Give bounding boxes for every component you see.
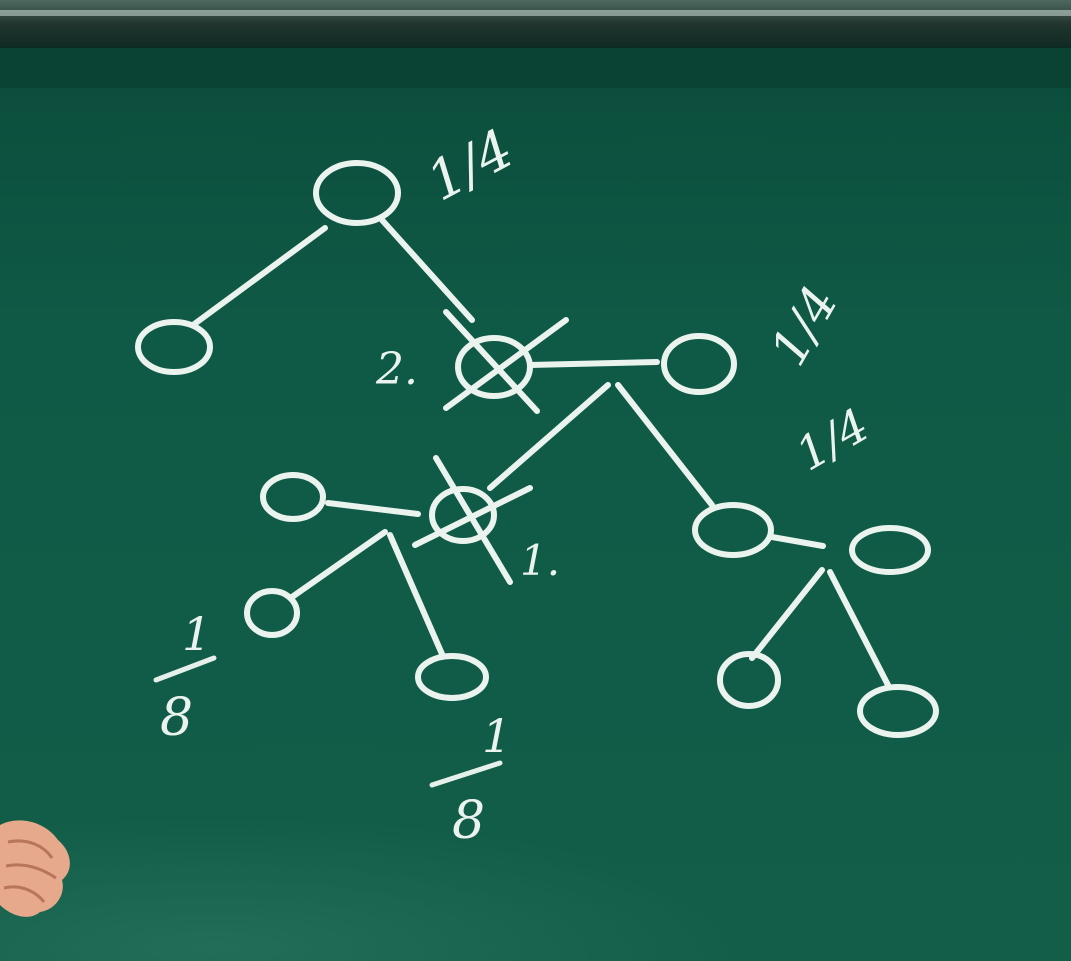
node-leaf-3 bbox=[717, 651, 781, 709]
cross-2a bbox=[443, 309, 540, 414]
node-left-of-1 bbox=[260, 472, 326, 522]
chalk-smudge bbox=[0, 700, 1071, 961]
cross-1a bbox=[433, 455, 513, 585]
edge-root-left bbox=[190, 225, 328, 328]
board-frame bbox=[0, 0, 1071, 48]
cross-out-marks bbox=[412, 309, 569, 585]
edge-to-node1 bbox=[487, 382, 611, 491]
node-leaf-1 bbox=[244, 588, 300, 638]
chalk-ledge bbox=[0, 10, 1071, 16]
edge-right-child bbox=[387, 532, 445, 657]
node-right-sibling bbox=[849, 525, 931, 575]
edge-root-center bbox=[379, 217, 475, 323]
center-eighth-numerator: 1 bbox=[482, 709, 511, 763]
frame-shadow bbox=[0, 48, 1071, 88]
node-leaf-4 bbox=[857, 684, 939, 738]
node-leaf-2 bbox=[415, 653, 489, 701]
node-left bbox=[135, 319, 213, 375]
cross-1b bbox=[412, 485, 533, 548]
node-one-crossed bbox=[429, 486, 497, 544]
cross-2b bbox=[443, 317, 569, 411]
label-center-eighth: 1 8 bbox=[429, 709, 511, 851]
edge-sibling-right bbox=[769, 534, 826, 549]
edge-node1-left bbox=[325, 500, 421, 517]
node-center-crossed bbox=[455, 335, 533, 399]
node-right bbox=[661, 333, 737, 395]
left-eighth-numerator: 1 bbox=[182, 607, 211, 661]
edge-rs-right bbox=[827, 569, 891, 688]
step-one-label: 1. bbox=[520, 536, 560, 585]
hand bbox=[0, 820, 70, 917]
edge-center-right bbox=[527, 359, 660, 368]
left-eighth-bar bbox=[153, 655, 217, 683]
left-eighth-denominator: 8 bbox=[160, 688, 193, 748]
node-root bbox=[313, 160, 401, 226]
tree-nodes bbox=[135, 160, 939, 738]
edge-left-child bbox=[289, 529, 388, 600]
center-eighth-denominator: 8 bbox=[452, 791, 485, 851]
edge-rs-left bbox=[749, 567, 825, 661]
label-left-eighth: 1 8 bbox=[153, 607, 217, 748]
edge-to-right-subtree bbox=[615, 382, 715, 508]
center-eighth-bar bbox=[429, 760, 503, 788]
step-two-label: 2. bbox=[375, 344, 418, 395]
tree-edges bbox=[190, 217, 891, 688]
node-right-subtree-root bbox=[692, 502, 774, 558]
